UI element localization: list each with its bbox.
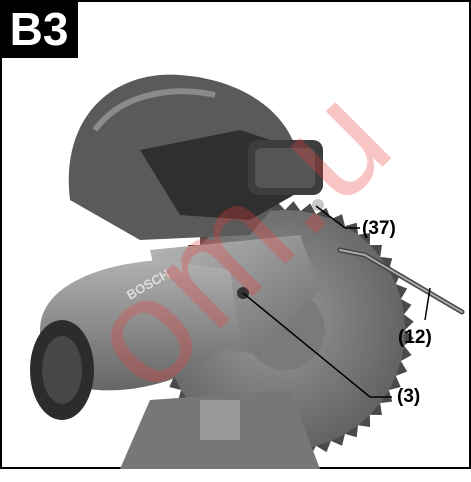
blade-tooth	[388, 375, 401, 390]
figure-label: B3	[0, 0, 78, 58]
blade-tooth	[345, 222, 359, 235]
leader-line-12	[424, 287, 431, 321]
blade-tooth	[169, 375, 182, 390]
callout-3: (3)	[397, 386, 421, 407]
blade-tooth	[316, 207, 331, 220]
blade-tooth	[403, 314, 414, 330]
blade-tooth	[285, 201, 301, 212]
blade-tooth	[400, 345, 412, 362]
blade-tooth	[316, 440, 331, 453]
blade-tooth	[358, 233, 371, 246]
callout-37: (37)	[362, 218, 396, 239]
motor-housing: BOSCH	[30, 260, 240, 420]
blade-tooth	[269, 201, 285, 212]
blade-tooth	[395, 284, 408, 299]
blade-tooth	[369, 244, 382, 257]
handle	[140, 130, 324, 220]
blade-tooth	[300, 203, 317, 215]
part-37-screw	[312, 199, 324, 211]
guard-ribs	[92, 88, 216, 132]
blade-tooth	[403, 330, 414, 346]
base-bracket	[200, 400, 240, 440]
figure-b3: BOSCH B3 (37) (12) (3) om.u	[0, 0, 471, 469]
callout-12: (12)	[398, 327, 432, 348]
miter-saw-illustration: BOSCH	[0, 0, 471, 469]
blade-tooth	[330, 433, 345, 446]
blade-tooth	[345, 425, 359, 438]
blade-tooth	[358, 414, 371, 427]
leader-line-37	[315, 205, 346, 229]
blade-tooth	[369, 403, 382, 416]
blade-tooth	[400, 298, 412, 315]
leader-line-3	[242, 292, 371, 398]
blade-tooth	[330, 214, 345, 227]
blade-tooth	[395, 361, 408, 376]
